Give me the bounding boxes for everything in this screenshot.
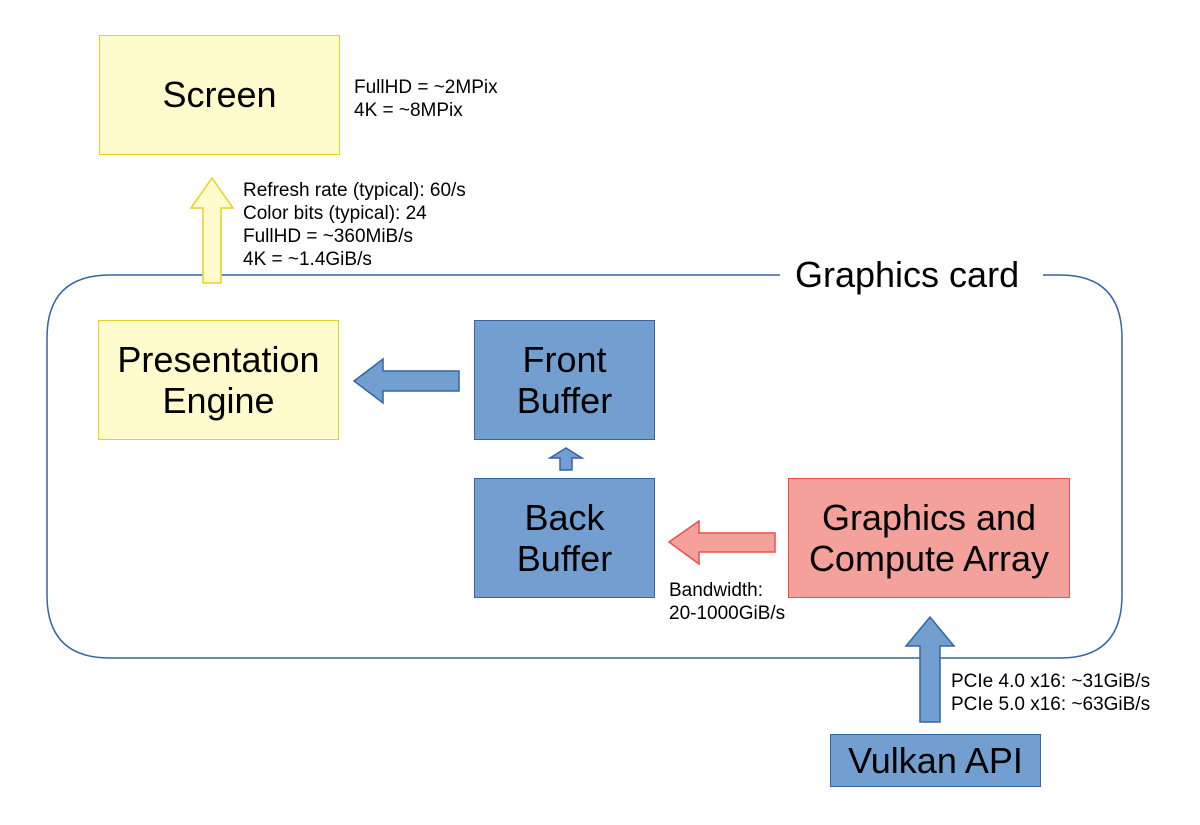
presentation-engine-label-line1: Presentation: [117, 338, 320, 380]
screen-node: Screen: [99, 35, 340, 155]
note-line: 4K = ~8MPix: [354, 100, 463, 121]
note-line: FullHD = ~360MiB/s: [243, 226, 414, 247]
refresh-rate-note: Refresh rate (typical): 60/s Color bits …: [243, 179, 466, 271]
front-buffer-label-line1: Front: [522, 338, 607, 380]
note-line: Refresh rate (typical): 60/s: [243, 180, 466, 201]
presentation-engine-label-line2: Engine: [162, 380, 275, 421]
pcie-note: PCIe 4.0 x16: ~31GiB/s PCIe 5.0 x16: ~63…: [951, 670, 1150, 716]
note-line: Bandwidth:: [669, 580, 764, 601]
graphics-card-title: Graphics card: [781, 254, 1034, 296]
arrow-front-to-engine: [352, 357, 460, 405]
graphics-card-container: [46, 274, 1123, 659]
arrow-compute-to-back: [667, 519, 776, 566]
note-line: 20-1000GiB/s: [669, 603, 786, 624]
screen-resolution-note: FullHD = ~2MPix 4K = ~8MPix: [354, 76, 498, 122]
back-buffer-label-line1: Back: [524, 496, 605, 538]
back-buffer-node: Back Buffer: [474, 478, 655, 598]
note-line: FullHD = ~2MPix: [354, 77, 498, 98]
arrow-back-to-front: [547, 447, 585, 471]
arrow-engine-to-screen: [189, 176, 235, 284]
front-buffer-label-line2: Buffer: [516, 380, 613, 421]
note-line: PCIe 5.0 x16: ~63GiB/s: [951, 694, 1151, 715]
vulkan-api-label: Vulkan API: [848, 739, 1023, 781]
vulkan-api-node: Vulkan API: [830, 734, 1041, 787]
compute-array-label-line1: Graphics and: [821, 496, 1037, 538]
compute-array-node: Graphics and Compute Array: [788, 478, 1070, 598]
back-buffer-label-line2: Buffer: [516, 538, 613, 579]
arrow-vulkan-to-compute: [904, 615, 956, 723]
note-line: 4K = ~1.4GiB/s: [243, 249, 372, 270]
note-line: Color bits (typical): 24: [243, 203, 427, 224]
front-buffer-node: Front Buffer: [474, 320, 655, 440]
note-line: PCIe 4.0 x16: ~31GiB/s: [951, 671, 1151, 692]
presentation-engine-node: Presentation Engine: [98, 320, 339, 440]
compute-array-label-line2: Compute Array: [808, 538, 1050, 579]
bandwidth-note: Bandwidth: 20-1000GiB/s: [669, 579, 785, 625]
screen-label: Screen: [162, 74, 277, 116]
